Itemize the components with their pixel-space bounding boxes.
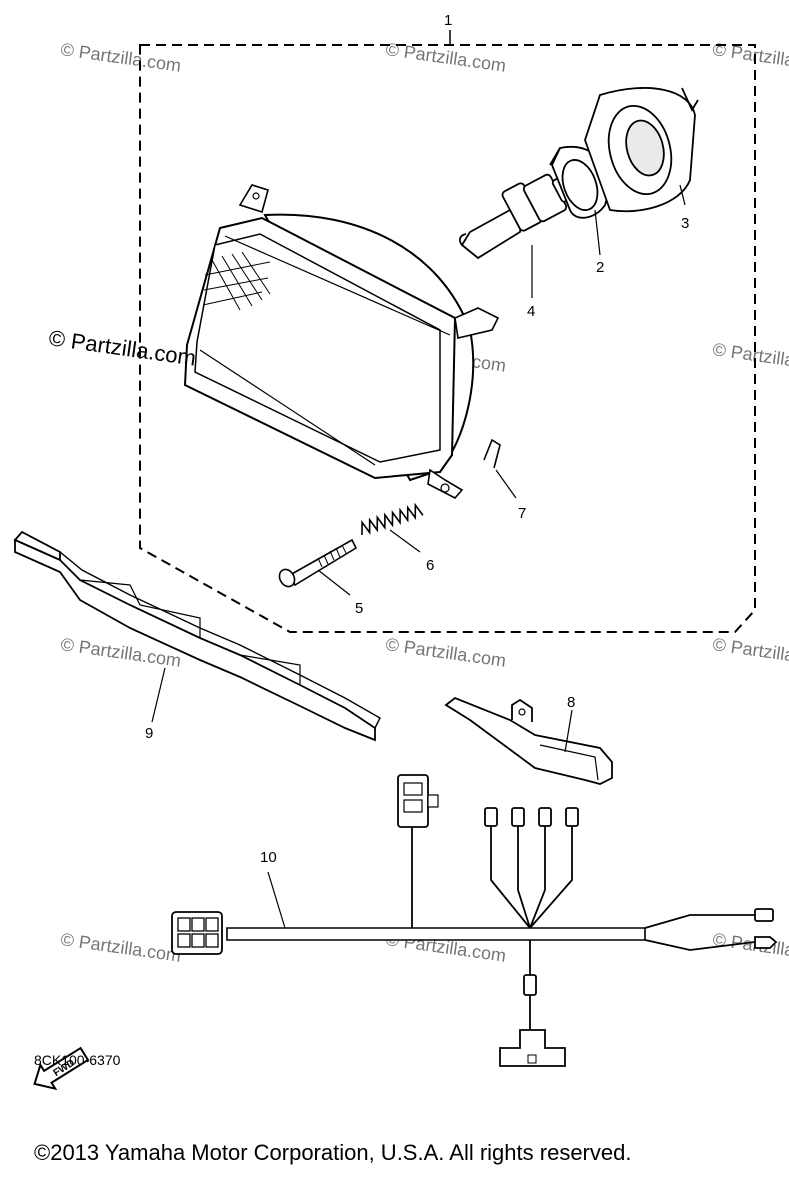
tee-connector [499,1029,566,1067]
callout-10: 10 [260,849,277,866]
watermark-faint: © Partzilla.com [384,634,507,671]
bullet-connector [565,807,579,827]
callout-8: 8 [567,694,575,711]
watermark-faint: © Partzilla.com [711,634,789,671]
leader-line-8 [564,709,573,753]
bullet-connector [511,807,525,827]
adjusting-spring [361,502,424,536]
copyright-notice: ©2013 Yamaha Motor Corporation, U.S.A. A… [34,1140,632,1165]
leader-line-3 [679,184,686,206]
terminal-end [754,936,778,949]
watermark-faint: © Partzilla.com [59,929,182,966]
watermark-faint: © Partzilla.com [711,339,789,376]
diagram-code: 8CK100-6370 [34,1052,121,1068]
watermark-faint: © Partzilla.com [711,929,789,966]
leader-line-2 [594,209,601,256]
mounting-bracket [444,696,613,785]
leader-line-9 [151,667,166,723]
assembly-boundary-dashed [139,44,756,633]
callout-3: 3 [681,215,689,232]
leader-line-7 [495,469,517,499]
bullet-connector [538,807,552,827]
fwd-arrow: FWD [33,1046,90,1091]
callout-7: 7 [518,505,526,522]
adjusting-screw [278,538,358,588]
inline-connector [523,974,537,996]
watermark-main: © Partzilla.com [47,325,197,370]
socket-cover [584,87,699,213]
wire-harness [171,774,778,1067]
headlight-unit [183,184,500,499]
retaining-clip [483,438,501,469]
headlight-bar [13,530,381,742]
leader-line-10 [267,871,286,929]
callout-1: 1 [444,12,452,29]
terminal-end [754,908,774,922]
leader-line-6 [389,529,421,553]
bullet-connector [484,807,498,827]
callout-2: 2 [596,259,604,276]
callout-6: 6 [426,557,434,574]
callout-9: 9 [145,725,153,742]
callout-5: 5 [355,600,363,617]
leader-line-5 [317,569,351,596]
callout-4: 4 [527,303,535,320]
